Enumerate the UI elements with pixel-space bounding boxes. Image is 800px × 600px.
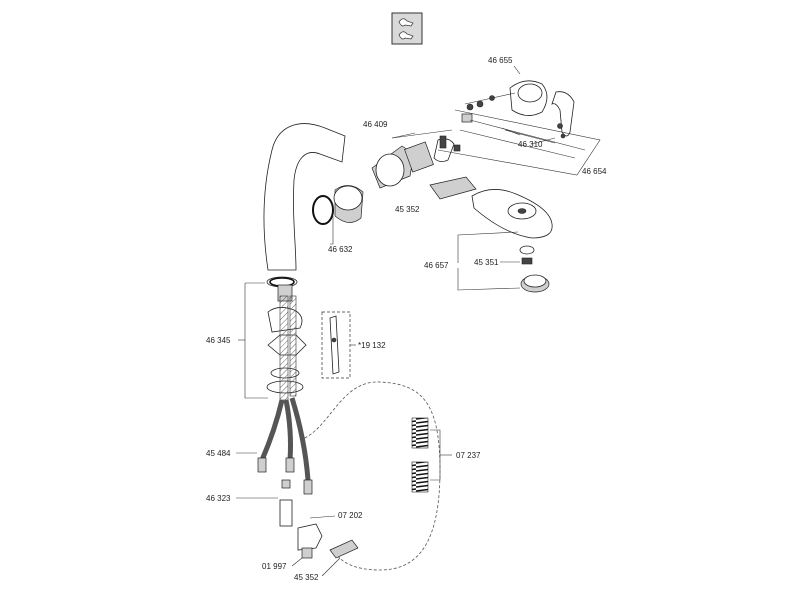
label-46654: 46 654 <box>582 167 607 176</box>
label-07202: 07 202 <box>338 511 363 520</box>
spray-head <box>429 176 553 293</box>
label-01997: 01 997 <box>262 562 287 571</box>
label-07237: 07 237 <box>456 451 481 460</box>
label-46657: 46 657 <box>424 261 449 270</box>
label-46632: 46 632 <box>328 245 353 254</box>
label-46323: 46 323 <box>206 494 231 503</box>
faucet-body <box>263 123 346 288</box>
label-45351: 45 351 <box>474 258 499 267</box>
lever-handle <box>509 80 575 137</box>
supply-hoses <box>257 397 313 527</box>
label-leaders <box>236 65 556 577</box>
hose-springs <box>411 417 452 493</box>
label-45352-bottom: 45 352 <box>294 573 319 582</box>
o-ring-and-housing <box>312 185 364 245</box>
cartridge-assembly <box>371 135 461 189</box>
label-19132: *19 132 <box>358 341 386 350</box>
set-screws <box>461 95 566 139</box>
label-45352-top: 45 352 <box>395 205 420 214</box>
hose-routing <box>299 381 441 571</box>
label-46345: 46 345 <box>206 336 231 345</box>
label-46310: 46 310 <box>518 140 543 149</box>
label-46409: 46 409 <box>363 120 388 129</box>
label-45484: 45 484 <box>206 449 231 458</box>
label-46655: 46 655 <box>488 56 513 65</box>
faucet-variant-icon <box>391 12 423 45</box>
leader-lines-top <box>391 92 601 176</box>
hose-weight-kit <box>321 311 356 379</box>
t-connector <box>297 523 359 559</box>
mounting-assembly <box>244 282 307 401</box>
